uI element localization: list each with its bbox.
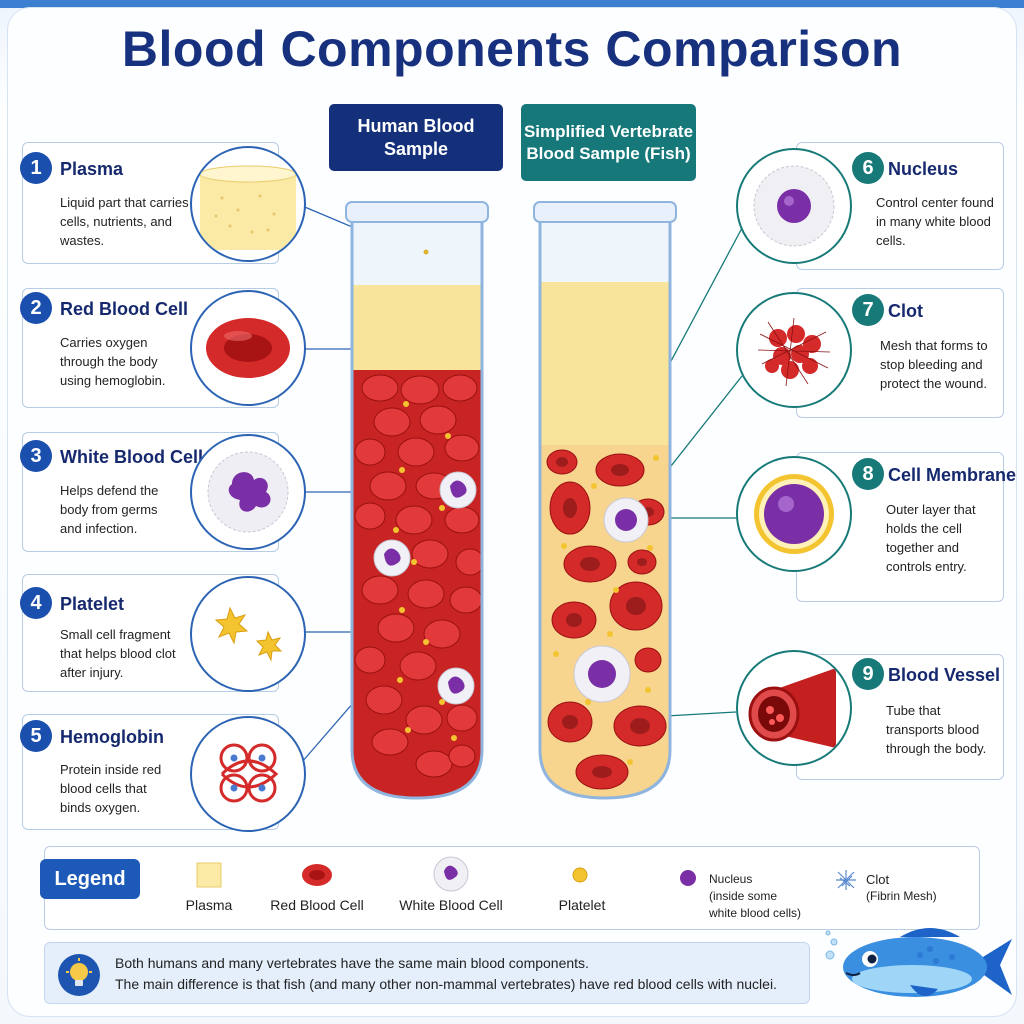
clot-mesh-icon xyxy=(836,870,856,890)
legend-nucleus-line2: (inside some xyxy=(709,889,778,903)
legend-clot-line2: (Fibrin Mesh) xyxy=(866,889,937,903)
nucleus-desc: Control center found in many white blood… xyxy=(876,195,994,248)
membrane-illustration xyxy=(736,456,852,572)
platelet-illustration xyxy=(190,576,306,692)
plasma-desc: Liquid part that carries cells, nutrient… xyxy=(60,195,189,248)
vessel-illustration xyxy=(736,650,852,766)
membrane-title: Cell Membrane xyxy=(888,465,1017,485)
legend-label: Legend xyxy=(40,859,140,899)
legend-nucleus-line3: white blood cells) xyxy=(709,906,802,920)
clot-illustration xyxy=(736,292,852,408)
test-tubes-illustration xyxy=(345,201,677,800)
hemoglobin-number: 5 xyxy=(20,720,52,752)
membrane-desc: Outer layer that holds the cell together… xyxy=(886,502,976,574)
note-line-2: The main difference is that fish (and ma… xyxy=(115,976,777,992)
rbc-title: Red Blood Cell xyxy=(60,299,189,319)
note-line-1: Both humans and many vertebrates have th… xyxy=(115,955,589,971)
rbc-illustration xyxy=(190,290,306,406)
fish-test-tube xyxy=(533,201,677,800)
hemoglobin-title: Hemoglobin xyxy=(60,727,164,747)
clot-number: 7 xyxy=(852,294,884,326)
legend-box xyxy=(44,846,980,930)
nucleus-title: Nucleus xyxy=(888,159,959,179)
membrane-number: 8 xyxy=(852,458,884,490)
platelet-title: Platelet xyxy=(60,594,125,614)
rbc-legend-icon xyxy=(302,864,332,886)
legend-clot-line1: Clot xyxy=(866,872,890,887)
clot-desc: Mesh that forms to stop bleeding and pro… xyxy=(880,338,988,391)
legend-platelet: Platelet xyxy=(558,897,606,913)
legend-nucleus-line1: Nucleus xyxy=(709,872,753,886)
fish-sample-header: Simplified Vertebrate Blood Sample (Fish… xyxy=(521,104,696,181)
clot-title: Clot xyxy=(888,301,923,321)
vessel-desc: Tube that transports blood through the b… xyxy=(886,703,987,756)
human-sample-header: Human Blood Sample xyxy=(329,104,503,171)
platelet-desc: Small cell fragment that helps blood clo… xyxy=(60,627,176,680)
plasma-swatch-icon xyxy=(196,862,222,888)
plasma-title: Plasma xyxy=(60,159,124,179)
wbc-desc: Helps defend the body from germs and inf… xyxy=(60,483,159,536)
platelet-legend-icon xyxy=(572,867,588,883)
vessel-title: Blood Vessel xyxy=(888,665,1001,685)
rbc-number: 2 xyxy=(20,292,52,324)
legend-wbc: White Blood Cell xyxy=(399,897,503,913)
nucleus-number: 6 xyxy=(852,152,884,184)
fish-icon xyxy=(825,928,1012,997)
wbc-title: White Blood Cell xyxy=(60,447,203,467)
wbc-illustration xyxy=(190,434,306,550)
hemoglobin-desc: Protein inside red blood cells that bind… xyxy=(60,762,162,815)
nucleus-illustration xyxy=(736,148,852,264)
plasma-number: 1 xyxy=(20,152,52,184)
rbc-desc: Carries oxygen through the body using he… xyxy=(60,335,166,388)
legend-rbc: Red Blood Cell xyxy=(270,897,364,913)
plasma-illustration xyxy=(190,146,306,262)
wbc-legend-icon xyxy=(433,856,469,892)
human-test-tube xyxy=(345,201,489,800)
platelet-number: 4 xyxy=(20,587,52,619)
page-title: Blood Components Comparison xyxy=(121,21,903,77)
vessel-number: 9 xyxy=(852,658,884,690)
hemoglobin-illustration xyxy=(190,716,306,832)
note-box xyxy=(44,942,810,1004)
wbc-number: 3 xyxy=(20,440,52,472)
lightbulb-icon xyxy=(58,954,100,996)
legend-plasma: Plasma xyxy=(185,897,233,913)
nucleus-legend-icon xyxy=(680,870,696,886)
